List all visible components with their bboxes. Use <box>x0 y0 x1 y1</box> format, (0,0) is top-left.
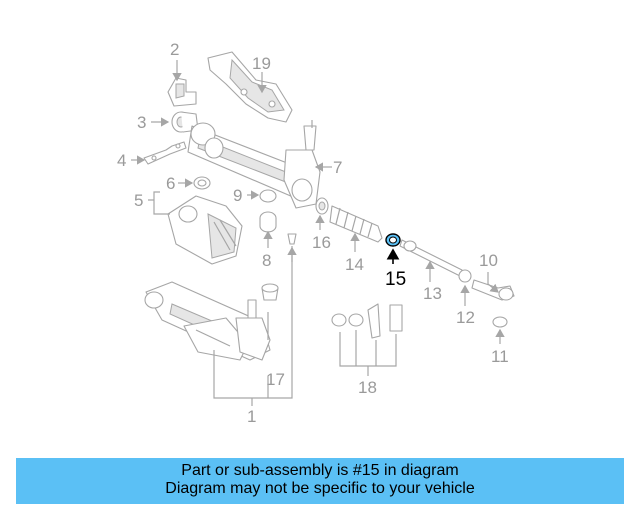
part-19-heat-shield <box>207 51 293 123</box>
part-6-ring <box>193 176 211 190</box>
callout-8: 8 <box>262 251 271 270</box>
callout-6: 6 <box>166 174 175 193</box>
callout-14: 14 <box>345 255 364 274</box>
part-12-nut <box>458 269 472 283</box>
banner-line-2: Diagram may not be specific to your vehi… <box>165 480 475 497</box>
part-15-clamp <box>385 233 401 247</box>
callout-11: 11 <box>491 347 509 366</box>
part-9-cap <box>259 189 277 203</box>
part-17-bolt <box>261 233 297 301</box>
banner-line-1: Part or sub-assembly is #15 in diagram <box>181 462 459 479</box>
part-16-seal <box>315 197 329 215</box>
callout-10: 10 <box>479 251 498 270</box>
part-1-rack-assembly <box>144 281 271 361</box>
callout-2: 2 <box>170 40 179 59</box>
part-2-bracket <box>167 77 197 107</box>
part-4-strap <box>143 141 187 165</box>
callout-17: 17 <box>266 370 285 389</box>
part-3-mount <box>171 111 199 133</box>
part-18-kit <box>331 303 403 339</box>
part-13-tie-rod <box>399 239 463 277</box>
part-10-tie-rod-end <box>471 279 515 301</box>
callout-12: 12 <box>456 308 475 327</box>
callout-9: 9 <box>233 186 242 205</box>
callout-18: 18 <box>358 378 377 397</box>
callout-3: 3 <box>137 113 146 132</box>
callout-1: 1 <box>247 407 256 426</box>
callout-19: 19 <box>252 54 271 73</box>
callout-7: 7 <box>333 158 342 177</box>
callout-5: 5 <box>134 191 143 210</box>
part-steering-rack-upper <box>187 120 321 209</box>
part-11-cap <box>492 316 508 328</box>
parts-diagram: 19 2 3 4 7 <box>117 40 515 426</box>
callout-15: 15 <box>385 269 406 290</box>
part-14-boot <box>329 205 383 243</box>
callout-4: 4 <box>117 151 126 170</box>
callout-16: 16 <box>312 233 331 252</box>
part-5-pump <box>167 195 243 265</box>
part-8-mount <box>259 211 277 233</box>
callout-13: 13 <box>423 284 442 303</box>
info-banner: Part or sub-assembly is #15 in diagram D… <box>16 458 624 504</box>
